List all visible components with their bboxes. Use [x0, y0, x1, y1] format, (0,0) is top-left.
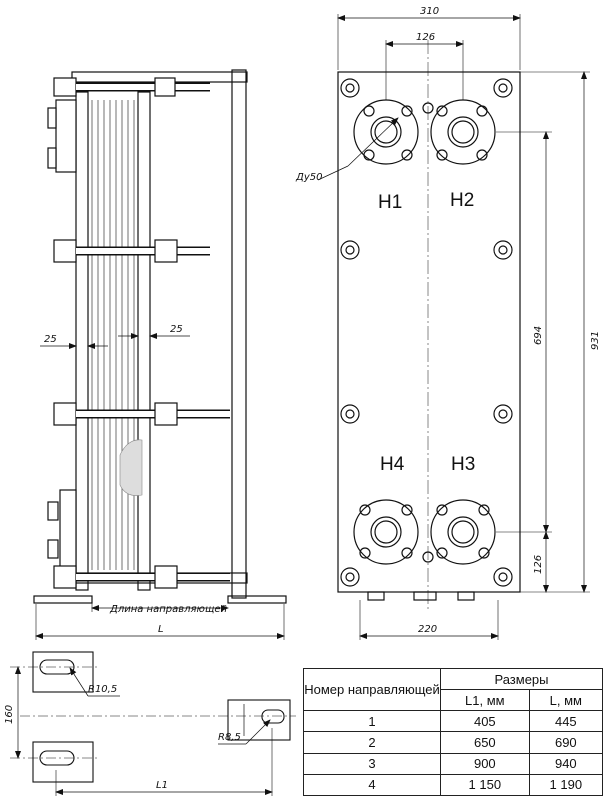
nozzle-bottom	[59, 489, 77, 577]
flange-h4	[353, 499, 419, 565]
pressure-plate	[137, 91, 151, 591]
foot-top-left	[32, 651, 94, 693]
support-column	[231, 69, 247, 599]
cell-l1: 650	[440, 731, 530, 754]
foot-bottom-left	[32, 741, 94, 783]
cell-l: 1 190	[528, 773, 604, 797]
gasket-shade	[119, 439, 143, 496]
dim-slot-r2: R8,5	[218, 732, 241, 743]
frame-bolts	[340, 78, 513, 587]
cell-l: 445	[528, 710, 604, 733]
cell-num: 4	[303, 773, 441, 797]
foot-right	[227, 699, 291, 741]
nozzle-top	[55, 99, 77, 173]
tie-bolt-2	[53, 239, 210, 263]
table-row: 4 1 150 1 190	[303, 773, 604, 797]
frame-plate	[75, 91, 89, 591]
dim-length-L1: L1	[156, 780, 168, 791]
table-row: 2 650 690	[303, 731, 604, 754]
cell-l1: 405	[440, 710, 530, 733]
tie-bolt-3	[53, 402, 230, 426]
plate-pack	[91, 100, 135, 570]
slot-detail	[10, 651, 296, 796]
port-label-h2: Н2	[450, 190, 474, 211]
port-label-h3: Н3	[451, 454, 475, 475]
cell-l: 940	[528, 752, 604, 775]
cell-l1: 900	[440, 752, 530, 775]
dim-base-width: 220	[418, 624, 437, 635]
header-l1: L1, мм	[440, 689, 530, 712]
header-guide-number: Номер направляющей	[303, 667, 441, 712]
dim-port-spacing-v: 694	[533, 326, 544, 345]
base-foot-left	[33, 595, 93, 604]
dim-length-L: L	[158, 624, 164, 635]
flange-h2	[430, 99, 496, 165]
dim-plate-gap-1: 25	[44, 334, 57, 345]
dim-width-total: 310	[420, 6, 439, 17]
front-plate	[337, 71, 521, 593]
dim-port-spacing-h: 126	[416, 32, 435, 43]
dim-slot-r1: R10,5	[88, 684, 117, 695]
header-l: L, мм	[528, 689, 604, 712]
header-dimensions: Размеры	[440, 667, 603, 691]
dim-height-total: 931	[590, 331, 601, 350]
port-label-h1: Н1	[378, 192, 402, 213]
cell-l1: 1 150	[440, 773, 530, 797]
flange-h1	[353, 99, 419, 165]
tie-bolt-4	[53, 565, 230, 589]
flange-h3	[430, 499, 496, 565]
tie-bolt-1	[53, 77, 210, 97]
cell-num: 2	[303, 731, 441, 754]
cell-num: 1	[303, 710, 441, 733]
cell-l: 690	[528, 731, 604, 754]
dim-bottom-offset: 126	[533, 555, 544, 574]
port-label-h4: Н4	[380, 454, 405, 475]
dim-plate-gap-2: 25	[170, 324, 183, 335]
base-foot-right	[227, 595, 287, 604]
table-header-row: Номер направляющей Размеры	[303, 667, 603, 712]
table-row: 3 900 940	[303, 752, 604, 775]
cell-num: 3	[303, 752, 441, 775]
side-view	[33, 69, 287, 640]
spec-table: Номер направляющей Размеры L1, мм L, мм …	[303, 667, 604, 797]
front-view	[317, 14, 590, 640]
dim-port-size: Ду50	[295, 172, 322, 183]
dim-guide-length: Длина направляющей	[109, 604, 228, 615]
dim-slot-spacing: 160	[4, 705, 15, 724]
table-row: 1 405 445	[303, 710, 604, 733]
